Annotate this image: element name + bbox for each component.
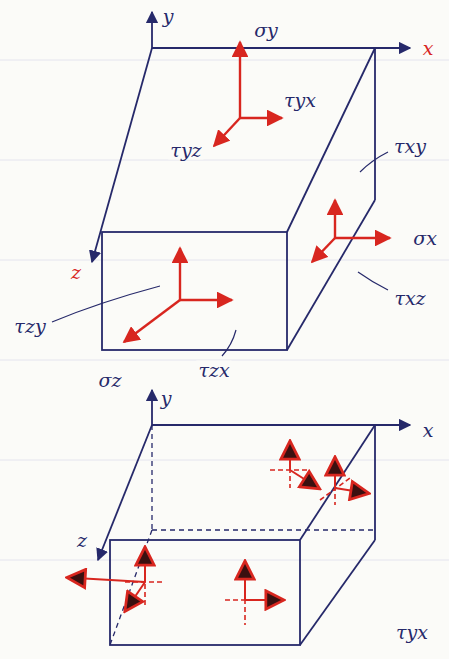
stress-arrows [124,42,390,342]
axis-label: z [75,531,89,550]
hidden-edges [110,425,375,645]
axis-label: y [159,389,174,408]
stress-label: τxy [392,137,428,156]
stress-triangles [76,450,360,604]
axis-label: x [421,421,436,440]
cube-outline [92,12,410,350]
paper-ruling [0,60,449,560]
stress-label: τzy [12,317,47,336]
stress-label: σx [411,229,439,248]
stress-label: τxz [392,289,427,308]
leader-lines [52,152,388,356]
axis-label: x [421,39,436,58]
axis-label: y [161,7,176,26]
stress-label: σz [97,371,124,390]
cube-outline [98,390,410,645]
stress-label: τyz [168,141,203,160]
stress-label: τyx [282,91,318,110]
stress-label: τyx [394,623,430,642]
stress-label: τzx [196,361,231,380]
axis-label: z [69,263,83,282]
dashed-stress-crosses [125,452,350,625]
stress-label: σy [252,21,280,40]
